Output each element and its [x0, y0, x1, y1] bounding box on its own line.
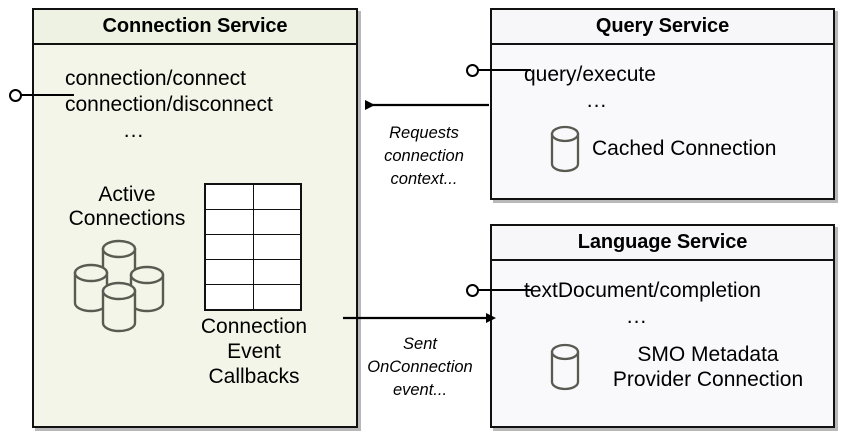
operation-query-execute[interactable]: query/execute [524, 63, 656, 86]
callbacks-label-line3: Callbacks [208, 365, 300, 388]
connector-label-sent-onconnection-event-line3: event... [392, 381, 448, 399]
table-cell[interactable] [252, 183, 302, 210]
connector-label-requests-connection-context-line2: connection [384, 147, 464, 165]
component-language-service[interactable]: Language Service textDocument/completion… [490, 224, 835, 428]
table-cell[interactable] [252, 259, 302, 285]
query-service-more-operations: ... [586, 89, 608, 112]
callbacks-label-line1: Connection [200, 315, 308, 338]
callbacks-label-line2: Event [227, 340, 281, 363]
language-service-body: textDocument/completion ... SMO Metadata… [492, 261, 833, 426]
table-row[interactable] [204, 209, 302, 235]
table-cell[interactable] [252, 209, 302, 235]
connector-label-requests-connection-context-line1: Requests [389, 124, 459, 142]
smo-metadata-label-line1: SMO Metadata [637, 343, 779, 366]
operation-connection-connect[interactable]: connection/connect [65, 67, 246, 90]
active-connections-label-line1: Active [98, 183, 156, 206]
table-cell[interactable] [204, 234, 254, 260]
connection-service-more-operations: ... [123, 119, 145, 142]
operation-connection-disconnect[interactable]: connection/disconnect [65, 93, 273, 116]
table-cell[interactable] [204, 183, 254, 210]
table-row[interactable] [204, 259, 302, 285]
table-cell[interactable] [204, 259, 254, 285]
connection-service-title: Connection Service [34, 10, 356, 45]
table-row[interactable] [204, 284, 302, 311]
smo-metadata-label-line2: Provider Connection [612, 368, 804, 391]
table-row[interactable] [204, 234, 302, 260]
database-icon [548, 341, 582, 393]
language-service-interface-stem [478, 289, 531, 291]
table-cell[interactable] [204, 284, 254, 311]
connector-label-requests-connection-context-line3: context... [390, 170, 458, 188]
connection-service-interface-stem [21, 94, 74, 96]
connection-event-callbacks-table[interactable] [204, 183, 302, 311]
active-connections-label-line2: Connections [68, 207, 186, 230]
query-service-interface-stem [478, 69, 531, 71]
table-cell[interactable] [252, 234, 302, 260]
query-service-body: query/execute ... Cached Connection [492, 45, 833, 198]
table-cell[interactable] [252, 284, 302, 311]
cached-connection-label: Cached Connection [592, 137, 777, 160]
connection-service-body: connection/connect connection/disconnect… [34, 45, 356, 426]
connector-label-sent-onconnection-event-line1: Sent [403, 335, 437, 353]
table-row[interactable] [204, 183, 302, 210]
language-service-title: Language Service [492, 226, 833, 261]
component-connection-service[interactable]: Connection Service connection/connect co… [32, 8, 358, 428]
database-icon [548, 123, 582, 175]
connector-label-sent-onconnection-event-line2: OnConnection [367, 358, 473, 376]
operation-textdocument-completion[interactable]: textDocument/completion [524, 279, 761, 302]
table-cell[interactable] [204, 209, 254, 235]
component-query-service[interactable]: Query Service query/execute ... Cached C… [490, 8, 835, 200]
language-service-more-operations: ... [626, 305, 648, 328]
database-cluster-icon [54, 233, 200, 337]
query-service-title: Query Service [492, 10, 833, 45]
